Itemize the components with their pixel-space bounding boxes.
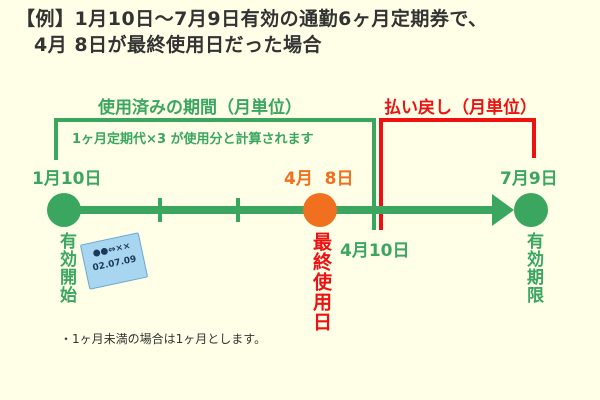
used-period-label: 使用済みの期間（月単位） — [98, 98, 302, 118]
start-marker — [47, 193, 81, 227]
title-line-1: 【例】1月10日～7月9日有効の通勤6ヶ月定期券で、 — [16, 8, 488, 30]
last-use-label: 最終使用日 — [310, 232, 332, 332]
end-marker — [514, 193, 548, 227]
title-line-2: 4月 8日が最終使用日だった場合 — [34, 34, 323, 56]
footnote: ・1ヶ月未満の場合は1ヶ月とします。 — [60, 332, 267, 346]
refund-period-bracket — [379, 118, 536, 230]
start-date: 1月10日 — [32, 169, 102, 189]
boundary-date: 4月10日 — [340, 241, 410, 261]
used-period-note: 1ヶ月定期代×3 が使用分と計算されます — [72, 132, 314, 147]
start-label: 有効開始 — [56, 232, 76, 304]
refund-period-label: 払い戻し（月単位） — [384, 98, 537, 118]
end-label: 有効期限 — [523, 232, 543, 304]
timeline-arrowhead — [492, 194, 514, 226]
end-date: 7月9日 — [500, 169, 558, 189]
last-use-marker — [303, 193, 337, 227]
used-period-bracket — [54, 118, 376, 230]
last-use-date: 4月 8日 — [284, 169, 354, 189]
